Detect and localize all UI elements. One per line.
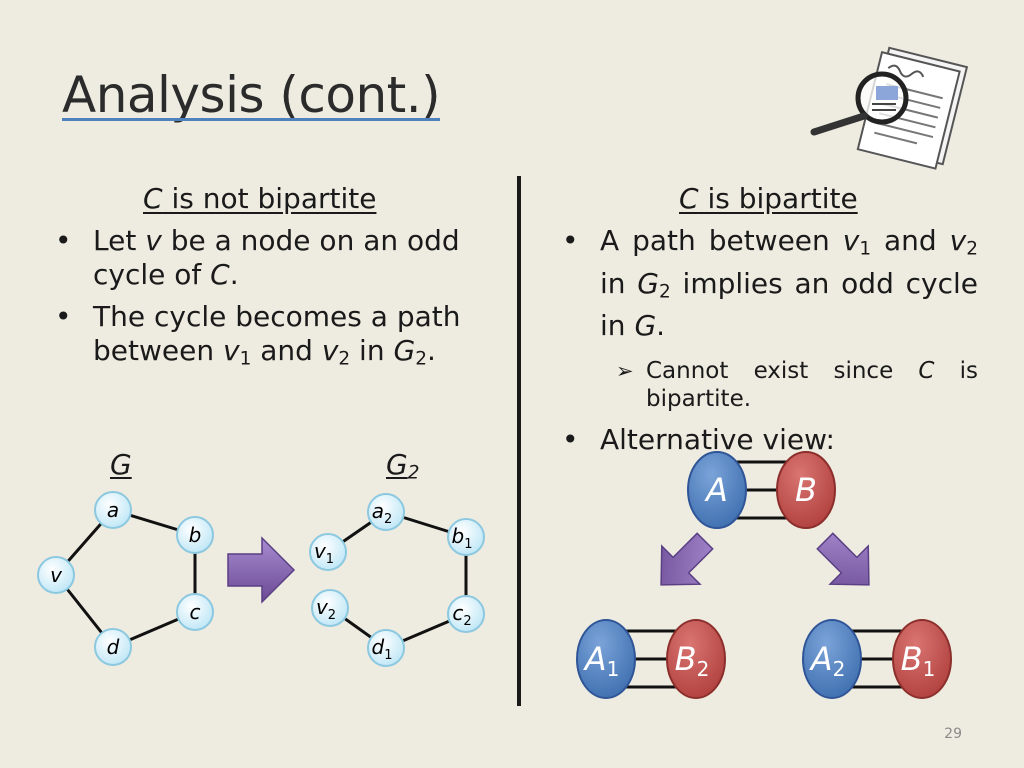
graph-g-node-v: v	[37, 556, 75, 594]
partition-b-node	[776, 451, 836, 529]
column-divider	[517, 176, 521, 706]
partition-a-node	[687, 451, 747, 529]
graph-g2-node-c2: c2	[447, 595, 485, 633]
graph-g2-label: G2	[386, 448, 420, 484]
svg-text:v2: v2	[316, 595, 336, 623]
svg-text:B1: B1	[901, 640, 936, 681]
graph-g-edges	[54, 508, 197, 649]
partition-a1-node	[576, 619, 636, 699]
svg-text:A: A	[704, 471, 728, 509]
svg-text:c: c	[190, 600, 201, 624]
graph-g2-node-a2: a2	[367, 493, 405, 531]
graph-g-node-c: c	[176, 593, 214, 631]
page-number: 29	[944, 726, 962, 742]
partition-pair-a2-b1: A2 B1	[802, 619, 952, 699]
slide-title: Analysis (cont.)	[62, 66, 441, 124]
right-bullet-list: A path between v1 and v2 in G2 implies a…	[562, 224, 978, 465]
right-bullet-2: Alternative view:	[562, 423, 978, 457]
graph-g2-node-v1: v1	[309, 533, 347, 571]
right-bullet-1: A path between v1 and v2 in G2 implies a…	[562, 224, 978, 413]
svg-text:c2: c2	[452, 601, 471, 629]
partition-b2-node	[666, 619, 726, 699]
svg-text:A2: A2	[809, 640, 846, 681]
svg-text:a2: a2	[372, 499, 393, 527]
left-bullet-list: Let v be a node on an odd cycle of C. Th…	[55, 224, 485, 385]
svg-text:v: v	[50, 563, 63, 587]
left-bullet-2: The cycle becomes a path between v1 and …	[55, 300, 485, 377]
title-underline	[62, 118, 440, 121]
graph-g2-edges	[327, 510, 468, 650]
partition-a2-node	[802, 619, 862, 699]
svg-text:b: b	[189, 523, 202, 547]
svg-text:d1: d1	[372, 635, 393, 663]
svg-text:v1: v1	[314, 539, 334, 567]
svg-text:a: a	[107, 498, 119, 522]
left-heading: C is not bipartite	[143, 182, 377, 215]
graph-g-node-b: b	[176, 516, 214, 554]
magnifier-over-document-icon	[810, 46, 969, 170]
left-bullet-1: Let v be a node on an odd cycle of C.	[55, 224, 485, 292]
svg-text:B: B	[795, 471, 817, 509]
graph-g2: a2 b1 c2 d1 v1 v2	[309, 493, 485, 667]
svg-text:A1: A1	[583, 640, 620, 681]
right-sub-bullet: Cannot exist since C is bipartite.	[616, 357, 978, 413]
diagonal-down-arrow-icon	[660, 532, 714, 586]
graph-g-label: G	[110, 448, 132, 481]
graph-g2-node-b1: b1	[447, 518, 485, 556]
right-heading: C is bipartite	[679, 182, 858, 215]
graph-g: a b c d v	[37, 491, 214, 666]
right-arrow-icon	[227, 536, 296, 604]
graph-g2-node-d1: d1	[367, 629, 405, 667]
graph-g-node-a: a	[94, 491, 132, 529]
svg-text:B2: B2	[675, 640, 710, 681]
graph-g-node-d: d	[94, 628, 132, 666]
partition-pair-ab: A B	[687, 451, 836, 529]
svg-text:d: d	[107, 635, 120, 659]
graph-g2-node-v2: v2	[311, 589, 349, 627]
diagonal-down-arrow-icon	[816, 532, 870, 586]
svg-text:b1: b1	[452, 524, 473, 552]
partition-pair-a1-b2: A1 B2	[576, 619, 726, 699]
partition-b1-node	[892, 619, 952, 699]
